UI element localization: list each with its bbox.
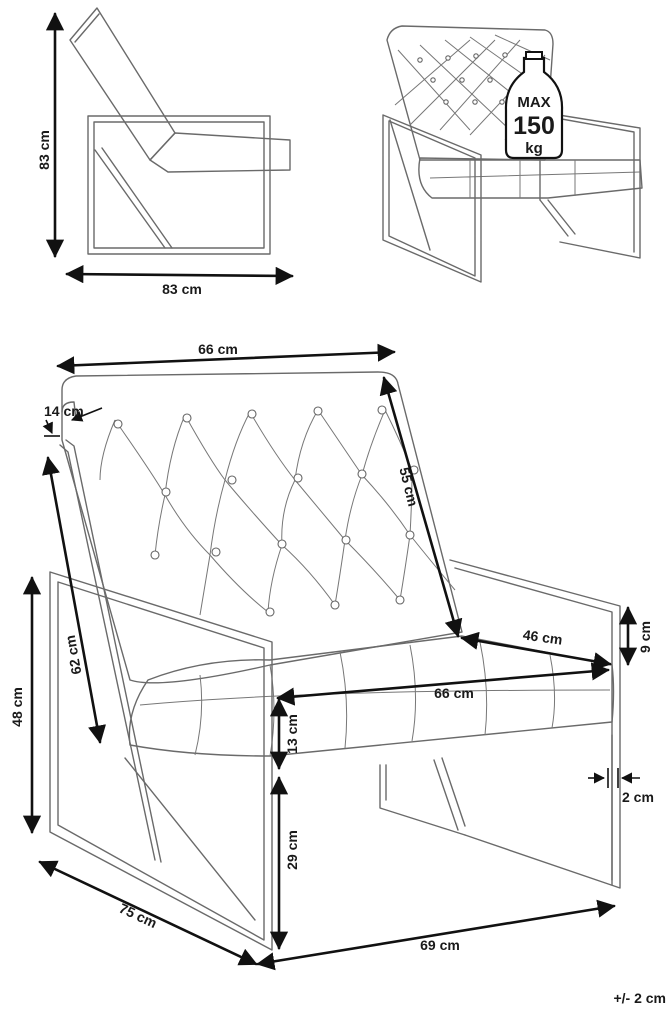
overall-width-label: 66 cm [198,341,238,357]
overall-width-dimension-line [56,343,396,375]
depth-label: 75 cm [117,900,160,931]
armrest-height-dimension-line [41,456,107,744]
side-depth-label: 83 cm [162,281,202,297]
seat-depth-dimension-line [460,631,612,671]
width-label: 69 cm [420,937,460,953]
backrest-height-dimension-line [379,376,463,638]
seat-width-dimension-line [276,662,610,706]
armrest-width-label: 14 cm [44,403,84,419]
armrest-width-arrow-left [42,419,53,435]
seat-width-label: 66 cm [434,685,474,701]
max-load-line2: 150 [513,112,555,140]
arm-above-seat-label: 9 cm [637,621,653,653]
side-view-chair [69,7,291,255]
frame-tube-label: 2 cm [622,789,654,805]
seat-cushion-label: 13 cm [284,714,300,754]
front-height-label: 48 cm [9,687,25,727]
main-perspective-chair [49,371,621,951]
armrest-width-arrow-right [70,407,103,422]
max-load-line3: kg [525,140,543,157]
width-dimension-line [256,899,616,971]
side-height-label: 83 cm [36,130,52,170]
side-depth-dimension-line [65,265,294,285]
seat-height-label: 29 cm [284,830,300,870]
max-load-line1: MAX [517,94,550,111]
armrest-height-label: 62 cm [62,634,85,676]
seat-depth-label: 46 cm [522,626,564,647]
tolerance-note: +/- 2 cm [613,990,666,1006]
depth-dimension-line [38,860,258,966]
small-perspective-chair [382,25,643,283]
max-load-badge: MAX 150 kg [504,51,564,160]
